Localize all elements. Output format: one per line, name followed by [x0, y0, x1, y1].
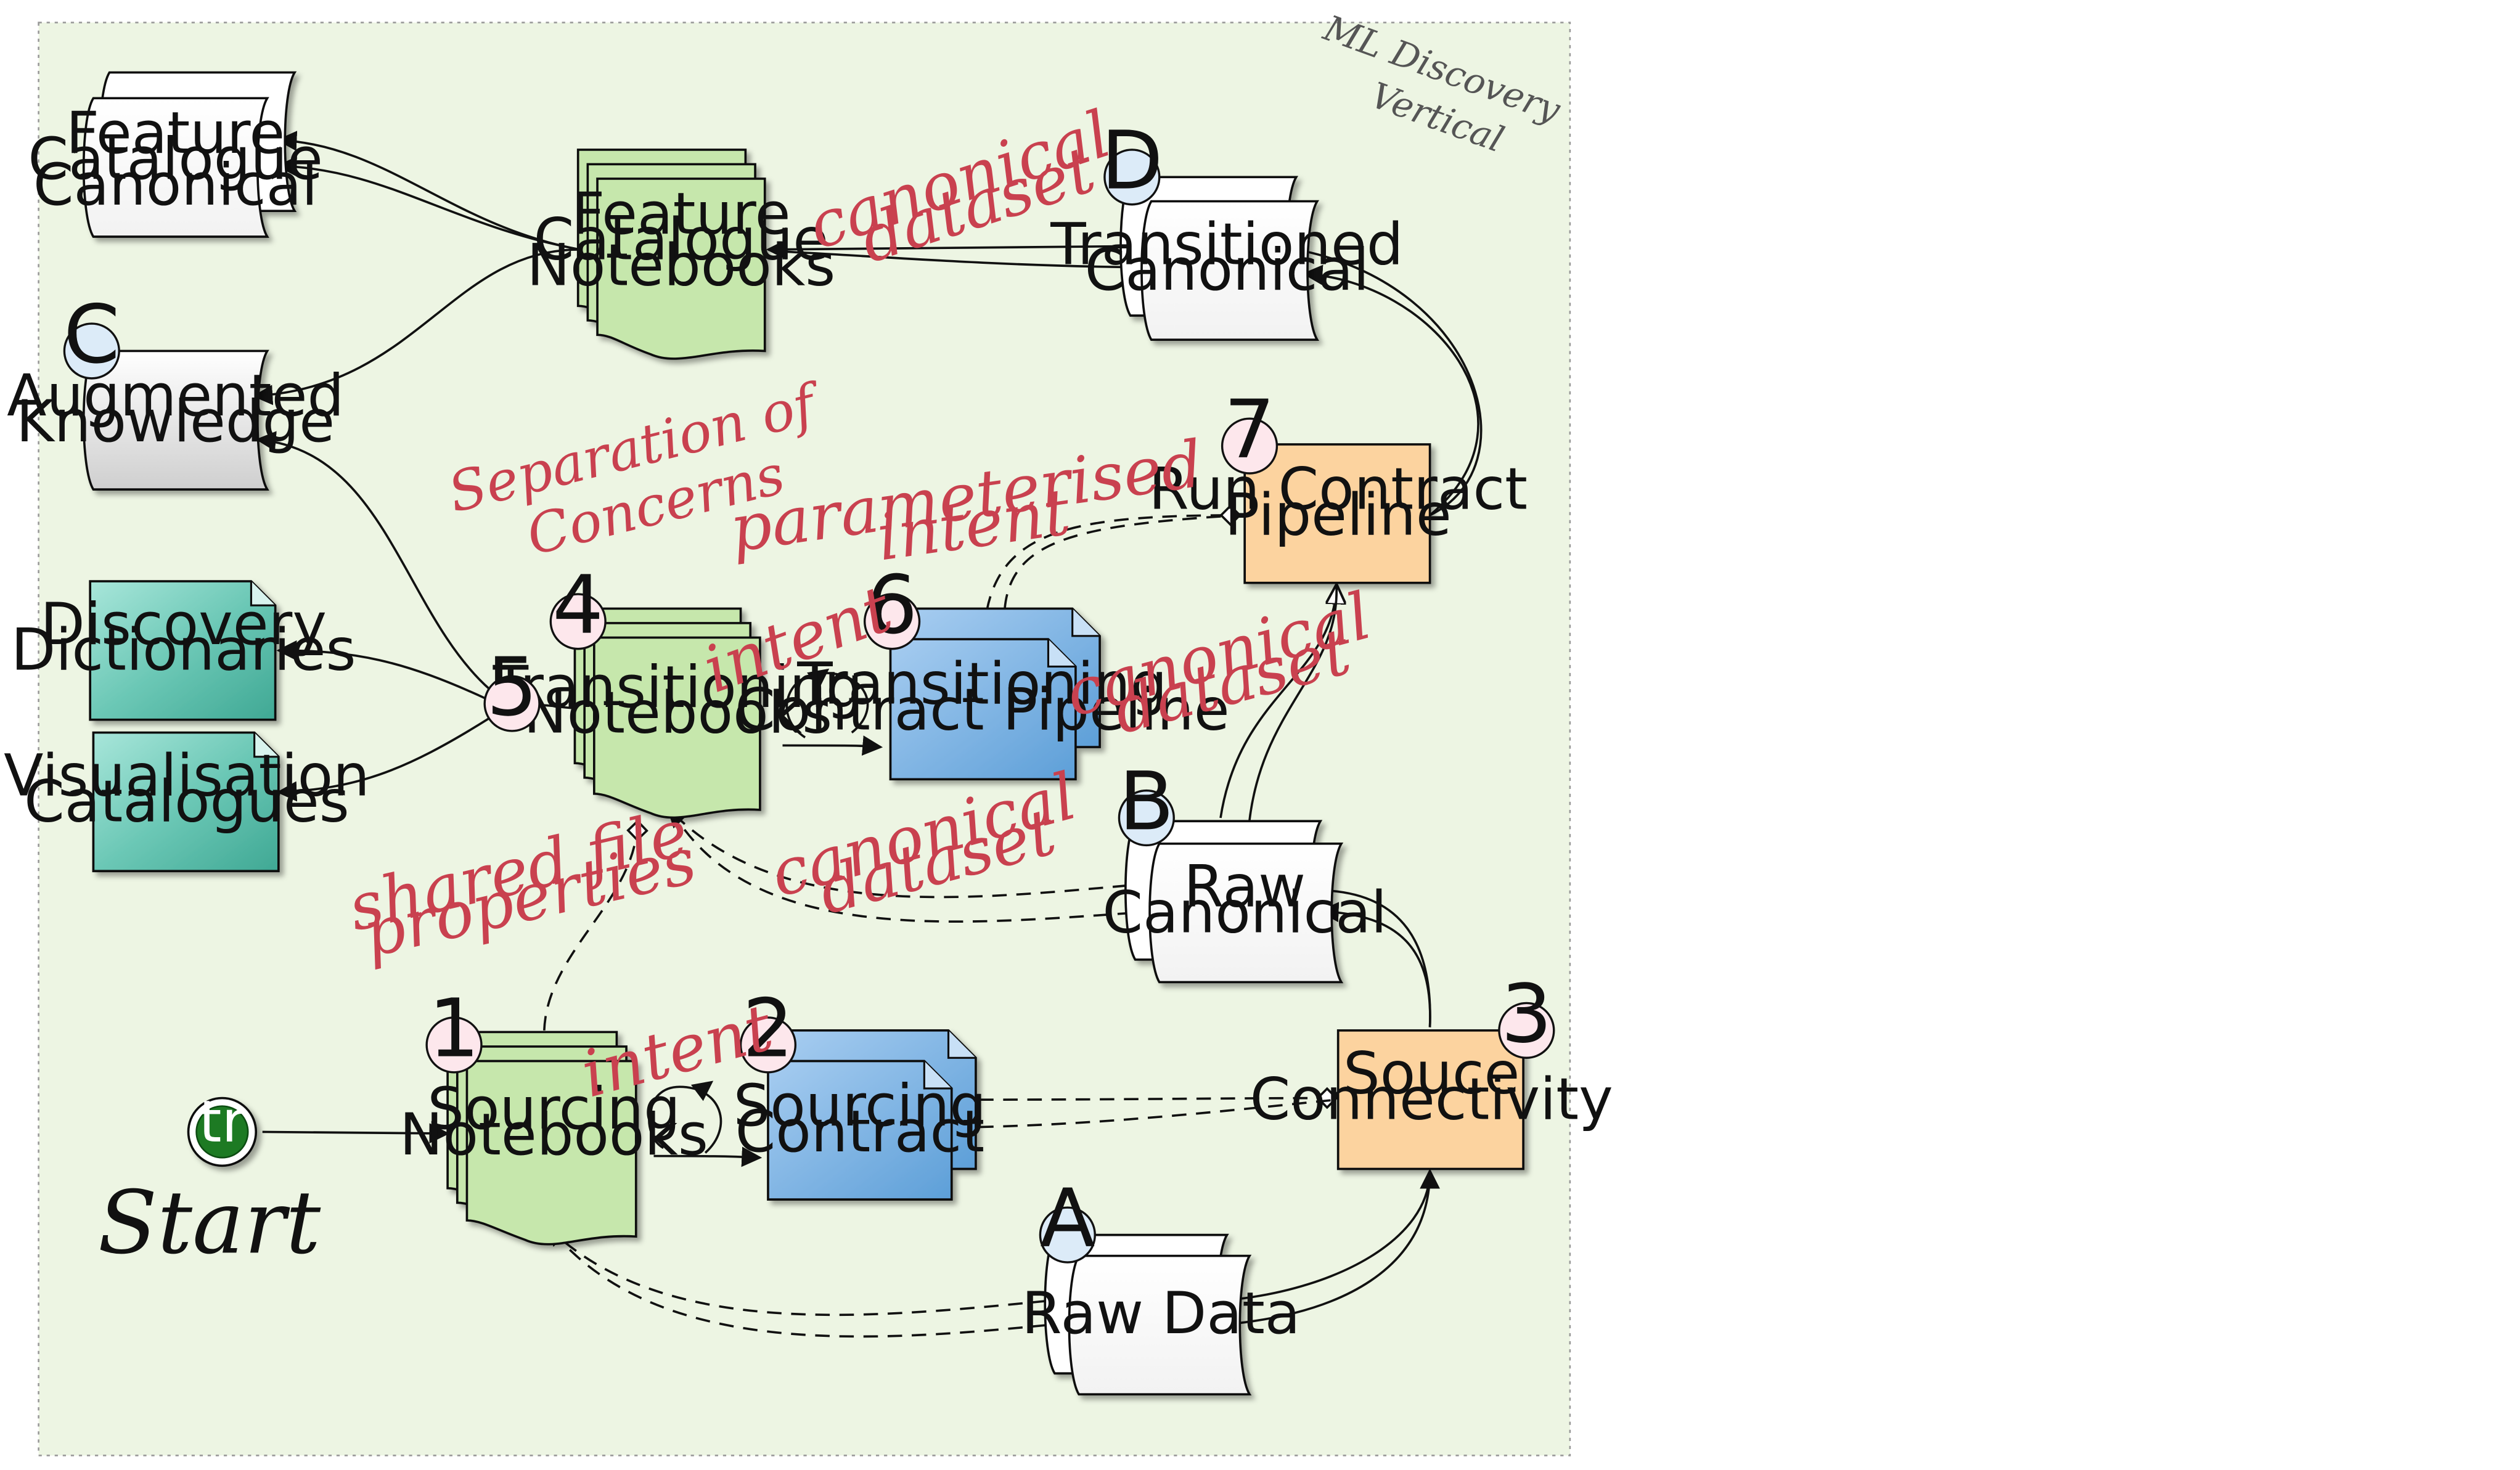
label-run-contract-pipeline: Run ContractPipeline [1148, 455, 1528, 549]
label-transitioning-contract-pipeline: TransitioningContract Pipeline [735, 651, 1229, 744]
diagram-background [38, 22, 1571, 1456]
node-augmented-knowledge [82, 349, 269, 491]
edge-tc-to-fcn-2 [772, 250, 1139, 269]
node-sourcing-notebooks [446, 1031, 637, 1246]
edge-fcn-to-fcc-2 [276, 156, 580, 251]
edge-rd-to-sn-1 [546, 1225, 1047, 1317]
label-transitioning-notebooks: TransitioningNotebooks [493, 654, 863, 747]
edge-rd-to-sc-1 [1235, 1168, 1441, 1301]
edge-rc-to-tn-1 [666, 806, 1127, 899]
node-sourcing-contract [767, 1029, 977, 1201]
node-raw-canonical [1124, 820, 1344, 984]
edge-5-to-visualisation [276, 717, 491, 802]
badge-2: 2 [742, 982, 793, 1076]
badge-7-circle [1221, 417, 1278, 475]
node-visualisation-catalogues [92, 731, 280, 873]
edge-fcn-to-fcc-1 [276, 131, 580, 251]
start-icon-label: tr [199, 1088, 246, 1156]
badge-6: 6 [867, 558, 918, 652]
edge-tcp-to-rcp-2 [1004, 514, 1240, 609]
edge-scontract-to-sc-2 [979, 1098, 1337, 1129]
badge-5: 5 [486, 640, 538, 734]
edge-tcp-to-rcp-1 [983, 504, 1242, 635]
badge-2-circle [739, 1016, 797, 1074]
edge-tc-to-fcn-1 [766, 239, 1115, 260]
edge-rd-to-sc-2 [1235, 1170, 1431, 1325]
edge-fcn-to-augmented [252, 248, 580, 406]
loop-intent-low [648, 1085, 722, 1154]
edges [252, 131, 1483, 1325]
edge-intent-low [653, 1146, 763, 1167]
edge-sn-to-tn [543, 819, 648, 1031]
badge-a: A [1040, 1172, 1095, 1265]
node-transitioning-contract-pipeline [889, 607, 1101, 781]
start-label: Start [98, 1172, 321, 1273]
badge-4: 4 [552, 558, 603, 652]
edge-start-to-sn [262, 1123, 450, 1144]
edge-intent-top [782, 735, 883, 756]
node-discovery-dictionaries [89, 580, 277, 721]
badge-c: C [63, 288, 120, 382]
edge-rc-to-tn-2 [675, 817, 1132, 923]
badge-7: 7 [1224, 383, 1275, 476]
badge-b: B [1119, 754, 1174, 848]
badges: D C 7 4 6 5 B 3 1 2 A [63, 114, 1555, 1265]
edge-rc-to-rcp-1 [1219, 586, 1336, 819]
badge-1: 1 [428, 982, 480, 1076]
label-raw-canonical: RawCanonical [1102, 854, 1387, 947]
edge-scontract-to-sc-1 [979, 1087, 1338, 1109]
badge-d: D [1101, 114, 1163, 208]
label-augmented-knowledge: AugmentedKnowledge [7, 362, 344, 455]
badge-c-circle [63, 322, 120, 380]
label-discovery-dictionaries: DiscoveryDictionaries [11, 591, 356, 684]
edge-5-to-dictionaries [276, 640, 487, 700]
node-feature-catalogue-notebooks [576, 149, 766, 360]
start-icon [187, 1096, 258, 1167]
loop-intent-low-head [690, 1080, 714, 1101]
label-raw-data: Raw Data [1021, 1280, 1300, 1347]
edge-rcp-to-tc-1 [1304, 250, 1483, 517]
label-feature-catalogue-notebooks: FeatureCatalogueNotebooks [526, 181, 835, 300]
badge-3-circle [1498, 1002, 1555, 1059]
node-run-contract-pipeline [1243, 443, 1431, 584]
label-visualisation-catalogues: VisualisationCatalogues [4, 742, 370, 835]
label-souce-connectivity: SouceConnectivity [1250, 1040, 1613, 1133]
node-souce-connectivity [1336, 1029, 1524, 1170]
edge-sc-to-rc-2 [1318, 902, 1431, 1027]
node-transitioning-notebooks [573, 607, 761, 819]
loop-intent-top-head [807, 668, 830, 689]
edge-rcp-to-tc-2 [1302, 264, 1479, 517]
badge-d-circle [1103, 149, 1161, 206]
badge-b-circle [1118, 789, 1175, 847]
edge-rd-to-sn-2 [556, 1236, 1047, 1338]
badge-6-circle [863, 593, 921, 650]
badge-4-circle [549, 593, 607, 650]
dashed-edges [543, 504, 1338, 1338]
node-raw-data [1044, 1233, 1252, 1396]
badge-1-circle [425, 1016, 483, 1074]
badge-a-circle [1039, 1206, 1096, 1264]
node-feature-catalogue-canonical [82, 71, 297, 238]
node-transitioned-canonical [1119, 176, 1319, 341]
edge-rc-to-rcp-2 [1246, 586, 1338, 838]
label-sourcing-contract: SourcingContract [734, 1072, 987, 1166]
label-transitioned-canonical: TransitionedCanonical [1050, 211, 1403, 304]
label-sourcing-notebooks: SourcingNotebooks [399, 1076, 708, 1169]
badge-5-circle [483, 675, 541, 732]
badge-3: 3 [1501, 967, 1552, 1061]
label-feature-catalogue-canonical: FeatureCatalogueCanonical [28, 100, 323, 219]
edge-5-to-augmented [255, 431, 491, 690]
